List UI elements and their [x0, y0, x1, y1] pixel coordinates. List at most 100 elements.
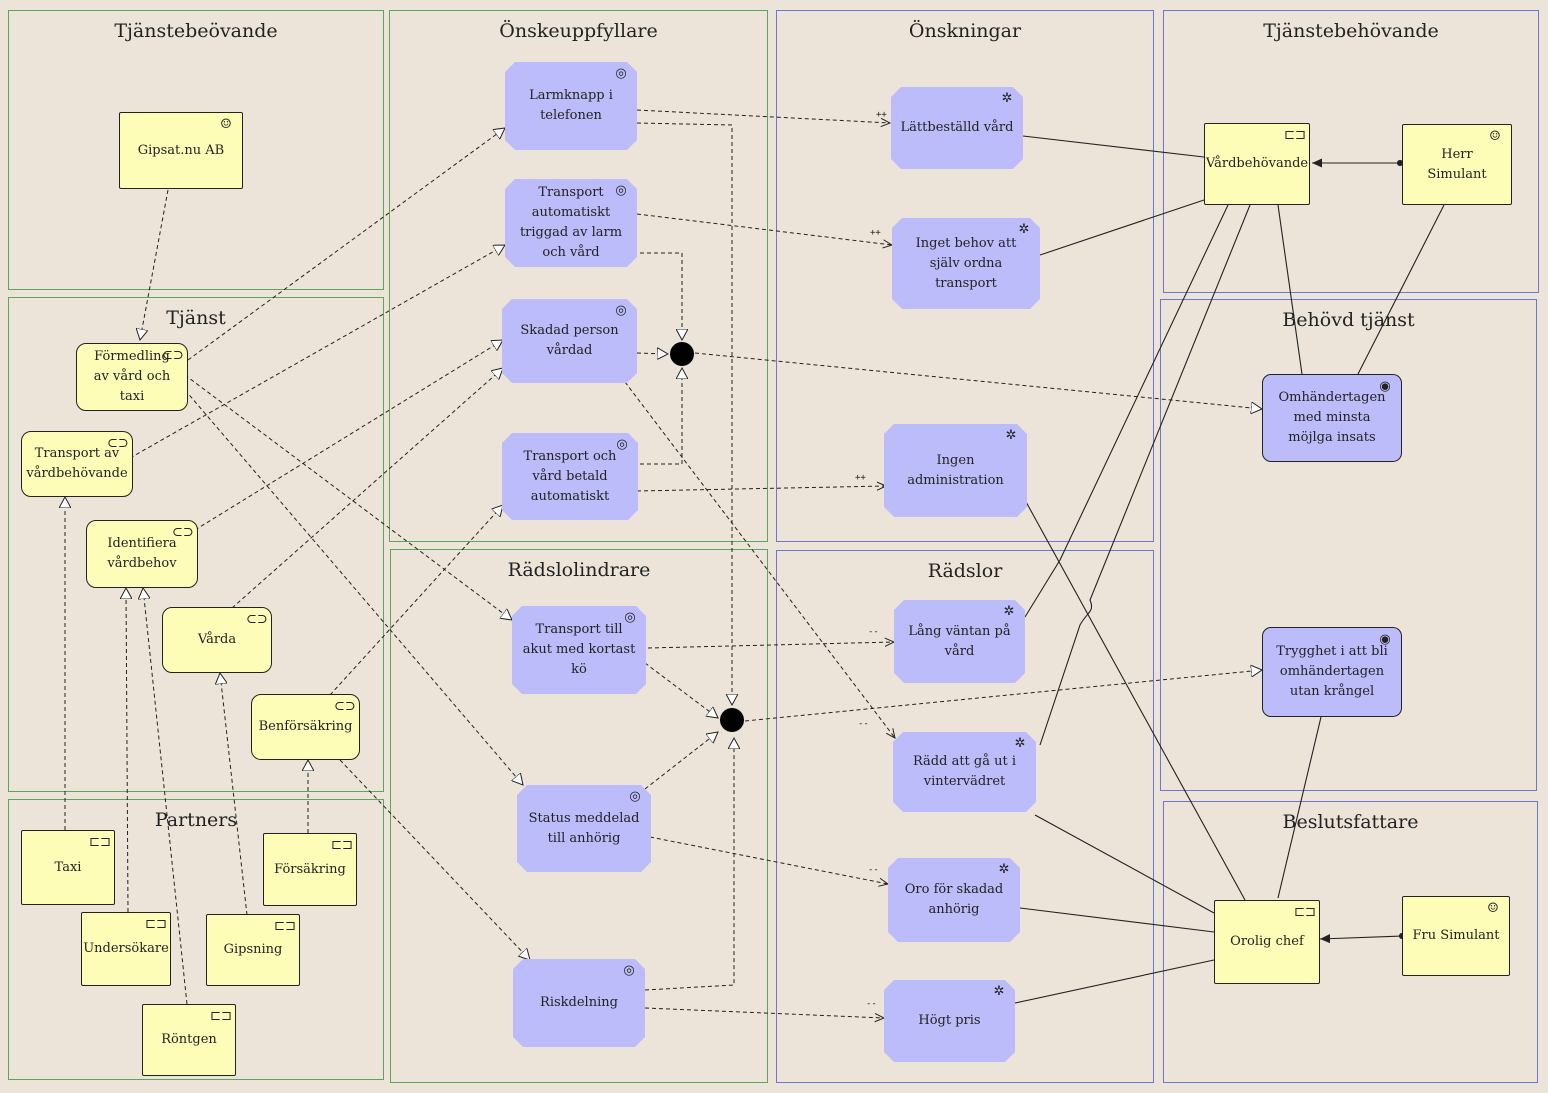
- service-formedling[interactable]: ⊂⊃ Förmedling av vård och taxi: [76, 343, 188, 411]
- node-label: Rädd att gå ut i vintervädret: [912, 754, 1017, 789]
- group-behovd-tjanst: Behövd tjänst: [1160, 299, 1537, 791]
- node-label: Transport och vård betald automatiskt: [523, 448, 617, 504]
- driver-icon: ✲: [1018, 222, 1030, 237]
- group-onskeuppfyllare: Önskeuppfyllare: [389, 10, 768, 542]
- value-icon: ◎: [623, 963, 635, 978]
- goal-omhandertagen[interactable]: ◉ Omhändertagen med minsta möjlga insats: [1262, 374, 1402, 462]
- driver-lattbestalld[interactable]: ✲ Lättbeställd vård: [891, 87, 1023, 169]
- service-icon: ⊂⊃: [246, 612, 268, 627]
- group-radslolindrare: Rädslolindrare: [390, 549, 768, 1083]
- driver-hogt-pris[interactable]: ✲ Högt pris: [884, 980, 1015, 1062]
- node-label: Försäkring: [274, 861, 346, 877]
- node-label: Fru Simulant: [1412, 928, 1500, 943]
- role-icon: ⊏⊐: [145, 917, 168, 932]
- influence-marker: --: [868, 865, 879, 875]
- node-label: Orolig chef: [1230, 934, 1304, 949]
- actor-icon: ☺: [1489, 129, 1501, 144]
- value-transport-auto[interactable]: ◎ Transport automatiskt triggad av larm …: [505, 179, 637, 267]
- value-riskdelning[interactable]: ◎ Riskdelning: [513, 959, 645, 1047]
- role-icon: ⊏⊐: [1284, 128, 1307, 143]
- service-icon: ⊂⊃: [334, 699, 356, 714]
- junction-dot: [670, 342, 694, 366]
- value-icon: ◎: [624, 610, 636, 625]
- driver-icon: ✲: [1014, 736, 1026, 751]
- goal-icon: ◉: [1379, 632, 1391, 647]
- node-label: Transport av vårdbehövande: [26, 446, 128, 481]
- role-undersokare[interactable]: ⊏⊐ Undersökare: [81, 912, 171, 986]
- node-label: Vårda: [197, 632, 237, 647]
- node-label: Transport automatiskt triggad av larm oc…: [519, 185, 623, 260]
- driver-icon: ✲: [1005, 428, 1017, 443]
- node-label: Lättbeställd vård: [900, 120, 1014, 135]
- node-label: Trygghet i att bli omhändertagen utan kr…: [1276, 644, 1388, 699]
- influence-marker: ++: [876, 110, 887, 120]
- driver-inget-behov[interactable]: ✲ Inget behov att själv ordna transport: [892, 218, 1040, 309]
- node-label: Skadad person vårdad: [520, 323, 619, 358]
- value-skadad-person[interactable]: ◎ Skadad person vårdad: [502, 299, 637, 383]
- influence-marker: --: [866, 999, 877, 1009]
- group-title: Rädslolindrare: [507, 559, 651, 581]
- group-title: Partners: [154, 809, 238, 831]
- value-icon: ◎: [615, 303, 627, 318]
- role-icon: ⊏⊐: [1294, 905, 1317, 920]
- driver-ingen-admin[interactable]: ✲ Ingen administration: [884, 424, 1027, 517]
- value-icon: ◎: [615, 66, 627, 81]
- group-tjanst: Tjänst: [8, 297, 384, 792]
- driver-icon: ✲: [993, 984, 1005, 999]
- value-icon: ◎: [629, 789, 641, 804]
- node-label: Högt pris: [918, 1013, 981, 1028]
- group-title: Rädslor: [927, 560, 1003, 582]
- value-transport-betald[interactable]: ◎ Transport och vård betald automatiskt: [502, 433, 638, 520]
- group-tjanstebeovande: Tjänstebeövande: [8, 10, 384, 290]
- node-label: Ingen administration: [907, 452, 1004, 488]
- group-partners: Partners: [8, 799, 384, 1080]
- value-larmknapp[interactable]: ◎ Larmknapp i telefonen: [505, 62, 637, 150]
- node-label: Röntgen: [161, 1032, 217, 1047]
- actor-icon: ☺: [220, 117, 232, 132]
- role-vardbehovande[interactable]: ⊏⊐ Vårdbehövande: [1204, 123, 1310, 205]
- node-label: Identifiera vårdbehov: [107, 536, 177, 571]
- group-radslor: Rädslor: [776, 550, 1154, 1083]
- role-icon: ⊏⊐: [274, 919, 297, 934]
- role-icon: ⊏⊐: [89, 835, 112, 850]
- service-icon: ⊂⊃: [172, 525, 194, 540]
- node-label: Vårdbehövande: [1205, 156, 1309, 171]
- goal-icon: ◉: [1379, 379, 1391, 394]
- group-title: Behövd tjänst: [1282, 309, 1415, 331]
- goal-trygghet[interactable]: ◉ Trygghet i att bli omhändertagen utan …: [1262, 627, 1402, 717]
- role-rontgen[interactable]: ⊏⊐ Röntgen: [142, 1004, 236, 1076]
- driver-icon: ✲: [1003, 604, 1015, 619]
- service-varda[interactable]: ⊂⊃ Vårda: [162, 607, 272, 673]
- role-orolig-chef[interactable]: ⊏⊐ Orolig chef: [1214, 900, 1320, 984]
- value-status[interactable]: ◎ Status meddelad till anhörig: [517, 785, 651, 872]
- group-title: Önskningar: [908, 20, 1022, 42]
- service-icon: ⊂⊃: [107, 436, 129, 451]
- group-title: Tjänstebeövande: [114, 20, 278, 42]
- actor-fru-simulant[interactable]: ☺ Fru Simulant: [1402, 896, 1510, 976]
- role-taxi[interactable]: ⊏⊐ Taxi: [21, 830, 115, 905]
- junction-dot: [720, 708, 744, 732]
- group-title: Önskeuppfyllare: [499, 20, 658, 42]
- influence-marker: --: [858, 719, 869, 729]
- role-icon: ⊏⊐: [331, 838, 354, 853]
- group-tjanstebehovande: Tjänstebehövande: [1163, 10, 1539, 293]
- node-label: Status meddelad till anhörig: [528, 810, 640, 846]
- actor-herr-simulant[interactable]: ☺ Herr Simulant: [1402, 124, 1512, 205]
- value-transport-akut[interactable]: ◎ Transport till akut med kortast kö: [512, 606, 646, 694]
- service-benforsakring[interactable]: ⊂⊃ Benförsäkring: [251, 694, 360, 760]
- driver-oro[interactable]: ✲ Oro för skadad anhörig: [888, 858, 1020, 942]
- driver-radd[interactable]: ✲ Rädd att gå ut i vintervädret: [893, 732, 1036, 812]
- service-transport-vardbehovande[interactable]: ⊂⊃ Transport av vårdbehövande: [21, 431, 133, 497]
- role-forsakring[interactable]: ⊏⊐ Försäkring: [263, 833, 357, 906]
- node-label: Gipsning: [223, 942, 283, 957]
- driver-lang-vantan[interactable]: ✲ Lång väntan på vård: [894, 600, 1025, 683]
- node-label: Lång väntan på vård: [908, 623, 1011, 659]
- role-gipsning[interactable]: ⊏⊐ Gipsning: [206, 914, 300, 986]
- node-label: Oro för skadad anhörig: [904, 882, 1004, 917]
- actor-gipsat[interactable]: ☺ Gipsat.nu AB: [119, 112, 243, 189]
- service-identifiera[interactable]: ⊂⊃ Identifiera vårdbehov: [86, 520, 198, 588]
- node-label: Förmedling av vård och taxi: [93, 349, 171, 404]
- node-label: Omhändertagen med minsta möjlga insats: [1278, 390, 1386, 445]
- node-label: Riskdelning: [540, 995, 618, 1010]
